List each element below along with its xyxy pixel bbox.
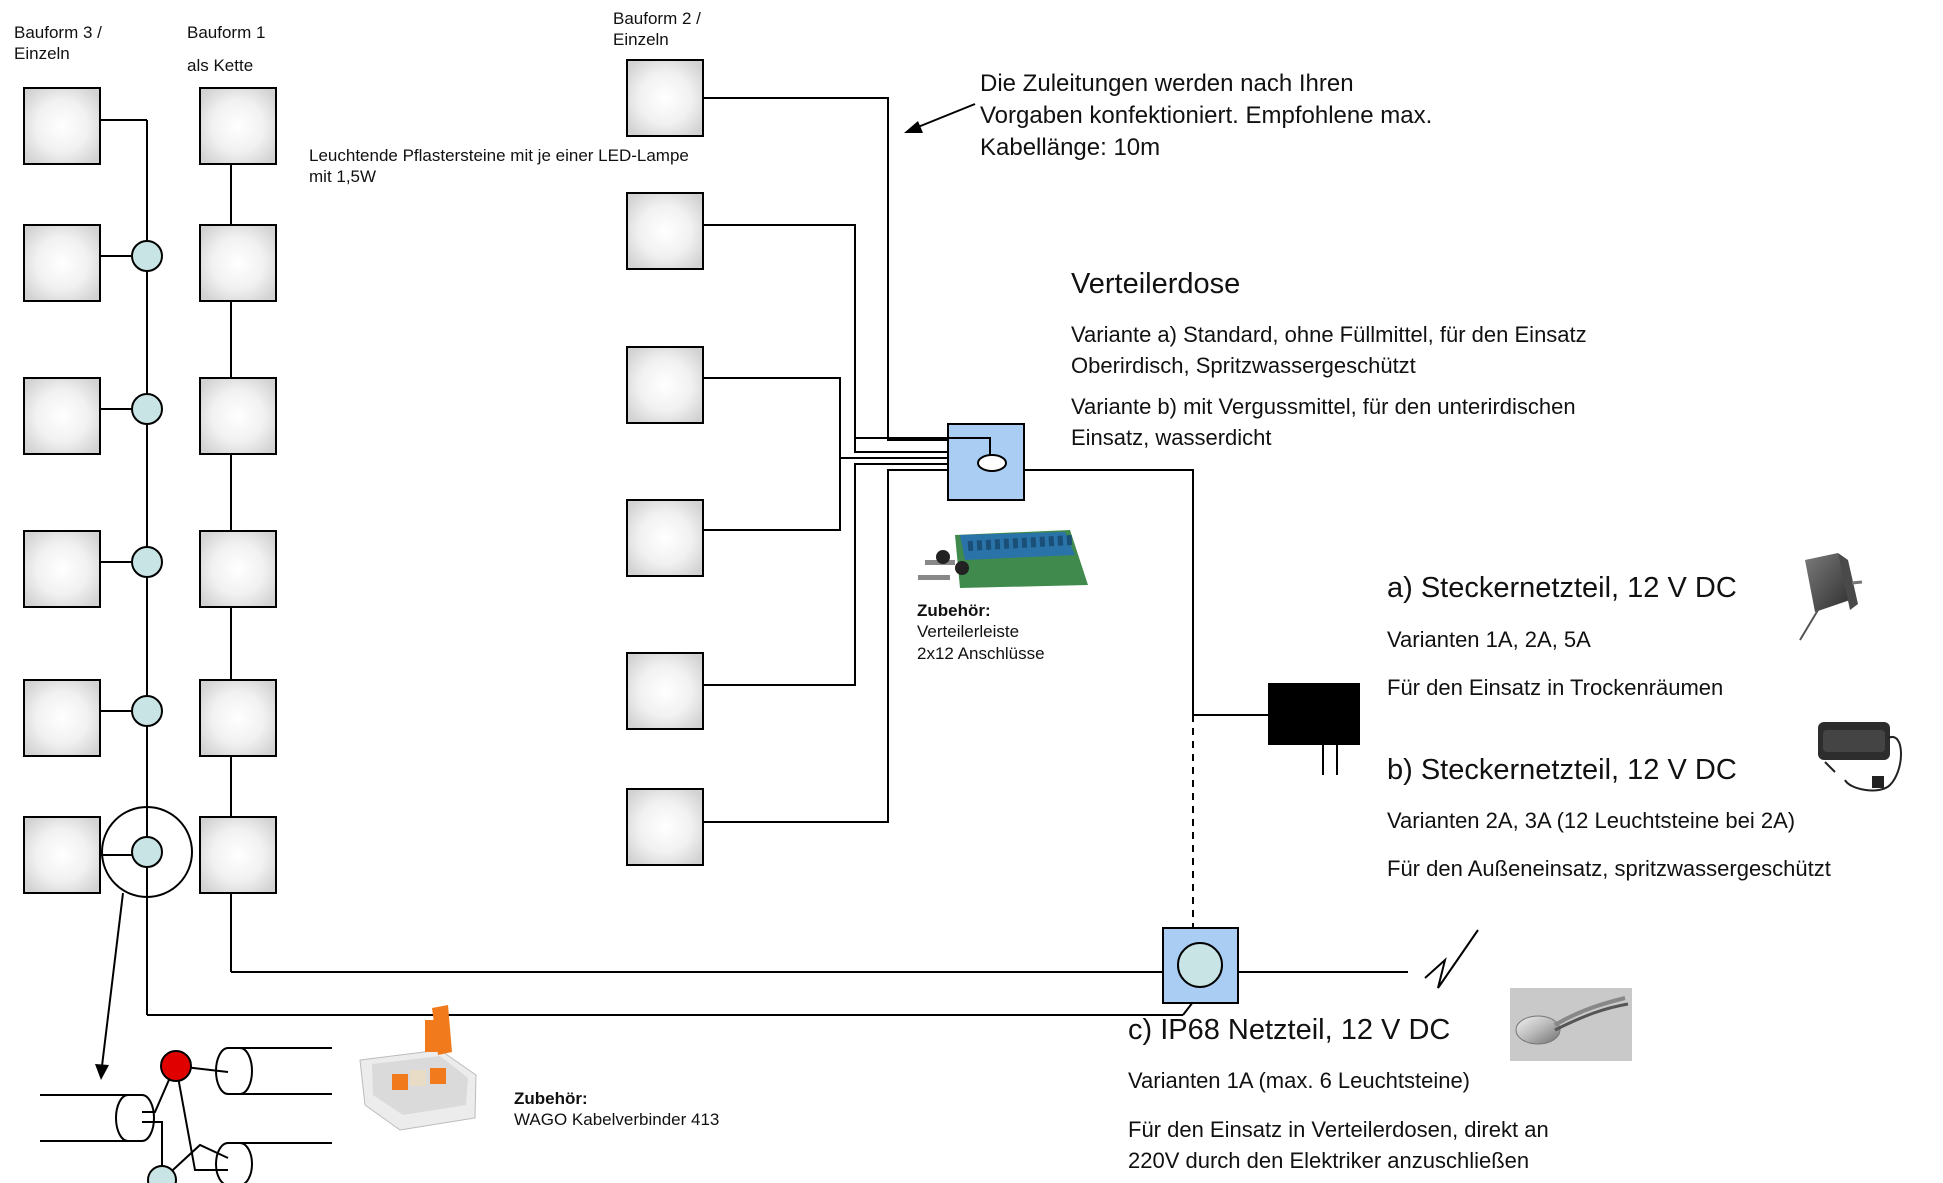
junction-magnifier-ring xyxy=(101,806,193,898)
bauform2-line1: Bauform 2 / xyxy=(613,9,701,28)
bauform2-stones xyxy=(626,59,704,866)
bauform1-line1: Bauform 1 xyxy=(187,23,266,42)
cable-note-line3: Kabellänge: 10m xyxy=(980,134,1161,161)
variant-b-line2: Einsatz, wasserdicht xyxy=(1071,425,1272,450)
verteilerdose-box xyxy=(855,423,1025,501)
power-plug-symbol xyxy=(1268,683,1360,775)
cable-note: Die Zuleitungen werden nach Ihren Vorgab… xyxy=(980,68,1432,164)
paving-stone xyxy=(199,679,277,757)
junction-connector xyxy=(131,240,163,272)
paving-stone xyxy=(626,652,704,730)
junction-connector xyxy=(977,454,1007,472)
verteilerdose-title: Verteilerdose xyxy=(1071,268,1241,300)
stones-description-line1: Leuchtende Pflastersteine mit je einer L… xyxy=(309,146,689,165)
terminal-strip-image xyxy=(918,530,1088,588)
outdoor-adapter-image xyxy=(1818,722,1902,792)
bauform2-line2: Einzeln xyxy=(613,30,669,50)
paving-stone xyxy=(626,499,704,577)
ip68-box xyxy=(1162,927,1239,1004)
zubehoer-verteilerleiste: Zubehör: Verteilerleiste 2x12 Anschlüsse xyxy=(917,600,1045,664)
bauform2-label: Bauform 2 / Einzeln xyxy=(613,8,701,51)
paving-stone xyxy=(626,346,704,424)
paving-stone xyxy=(199,87,277,165)
junction-red-dot xyxy=(160,1050,192,1082)
netzteil-c-line2: Für den Einsatz in Verteilerdosen, direk… xyxy=(1128,1117,1549,1142)
zubehoer-line2: 2x12 Anschlüsse xyxy=(917,643,1045,663)
paving-stone xyxy=(23,87,101,165)
paving-stone xyxy=(626,192,704,270)
bauform3-junctions xyxy=(100,240,193,898)
junction-connector xyxy=(131,695,163,727)
bauform1-stones xyxy=(199,87,277,894)
junction-connector xyxy=(131,393,163,425)
netzteil-b-line1: Varianten 2A, 3A (12 Leuchtsteine bei 2A… xyxy=(1387,808,1796,833)
netzteil-a-title: a) Steckernetzteil, 12 V DC xyxy=(1387,572,1737,604)
netzteil-a-line1: Varianten 1A, 2A, 5A xyxy=(1387,627,1591,652)
netzteil-c-title: c) IP68 Netzteil, 12 V DC xyxy=(1128,1014,1451,1046)
netzteil-b-line2: Für den Außeneinsatz, spritzwassergeschü… xyxy=(1387,856,1831,881)
wago-heading: Zubehör: xyxy=(514,1089,588,1108)
paving-stone xyxy=(23,679,101,757)
zubehoer-line1: Verteilerleiste xyxy=(917,622,1020,642)
bauform3-stones xyxy=(23,87,101,894)
bauform1-label: Bauform 1 als Kette xyxy=(187,22,265,77)
paving-stone xyxy=(23,377,101,455)
wago-connector-image xyxy=(359,1005,477,1131)
bauform3-line2: Einzeln xyxy=(14,44,70,64)
cable-note-line2: Vorgaben konfektioniert. Empfohlene max. xyxy=(980,102,1433,129)
paving-stone xyxy=(626,788,704,866)
variant-a-line1: Variante a) Standard, ohne Füllmittel, f… xyxy=(1071,322,1587,347)
connector-detail xyxy=(40,1047,332,1183)
netzteil-b-title: b) Steckernetzteil, 12 V DC xyxy=(1387,754,1737,786)
verteilerdose-variant-a: Variante a) Standard, ohne Füllmittel, f… xyxy=(1071,319,1587,381)
paving-stone xyxy=(23,224,101,302)
junction-connector xyxy=(131,836,163,868)
paving-stone xyxy=(626,59,704,137)
magnify-arrow xyxy=(95,892,124,1080)
netzteil-a-line2: Für den Einsatz in Trockenräumen xyxy=(1387,675,1724,700)
bauform3-label: Bauform 3 / Einzeln xyxy=(14,22,102,65)
netzteil-c-details: Für den Einsatz in Verteilerdosen, direk… xyxy=(1128,1114,1549,1176)
paving-stone xyxy=(199,816,277,894)
netzteil-c-line3: 220V durch den Elektriker anzuschließen xyxy=(1128,1148,1530,1173)
paving-stone xyxy=(199,530,277,608)
zubehoer-wago: Zubehör: WAGO Kabelverbinder 413 xyxy=(514,1088,719,1131)
stones-description-line2: mit 1,5W xyxy=(309,167,377,187)
variant-a-line2: Oberirdisch, Spritzwassergeschützt xyxy=(1071,353,1416,378)
paving-stone xyxy=(23,530,101,608)
junction-connector xyxy=(147,1165,177,1183)
paving-stone xyxy=(23,816,101,894)
paving-stone xyxy=(199,224,277,302)
stones-description: Leuchtende Pflastersteine mit je einer L… xyxy=(309,145,689,188)
mains-lightning-icon xyxy=(1424,929,1479,989)
verteilerdose-variant-b: Variante b) mit Vergussmittel, für den u… xyxy=(1071,391,1576,453)
wago-line: WAGO Kabelverbinder 413 xyxy=(514,1110,720,1130)
netzteil-c-line1: Varianten 1A (max. 6 Leuchtsteine) xyxy=(1128,1068,1471,1093)
bauform3-line1: Bauform 3 / xyxy=(14,23,102,42)
ip68-puck-image xyxy=(1510,988,1632,1061)
zubehoer-heading: Zubehör: xyxy=(917,601,991,620)
junction-connector xyxy=(1177,942,1223,988)
junction-connector xyxy=(131,546,163,578)
note-arrow xyxy=(904,103,976,133)
plug-adapter-image xyxy=(1799,553,1863,641)
variant-b-line1: Variante b) mit Vergussmittel, für den u… xyxy=(1071,394,1576,419)
cable-note-line1: Die Zuleitungen werden nach Ihren xyxy=(980,70,1354,97)
paving-stone xyxy=(199,377,277,455)
bauform1-line2: als Kette xyxy=(187,56,254,76)
